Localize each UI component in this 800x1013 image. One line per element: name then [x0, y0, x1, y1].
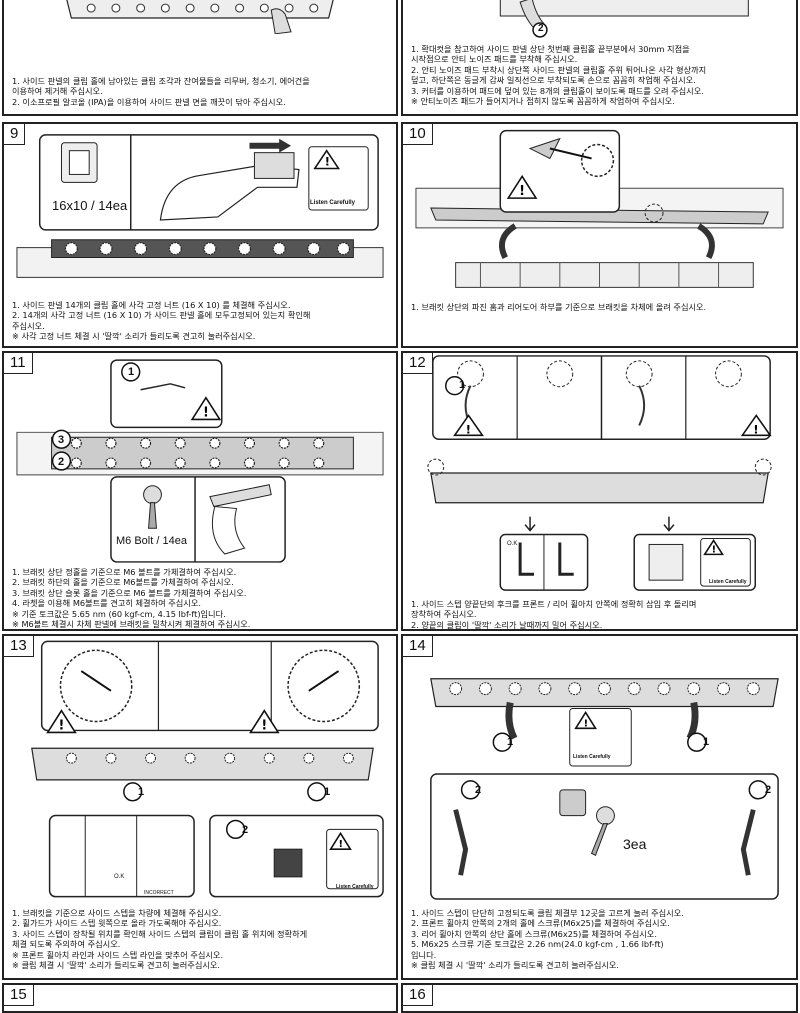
instruction-line: 3. 브래킷 상단 슬롯 홀을 기준으로 M6 볼트를 가체결하여 주십시오. [12, 587, 247, 598]
step-panel-11: 11 ! 1 [2, 351, 398, 631]
svg-text:!: ! [203, 405, 209, 420]
instruction-line: 2. 이소프로필 알코올 (IPA)을 이용하여 사이드 판넬 면을 깨끗이 닦… [12, 96, 286, 107]
listen-carefully-label: Listen Carefully [310, 200, 356, 206]
instruction-line: ※ 프론트 휠아치 라인과 사이드 스텝 라인을 맞추어 주십시오. [12, 949, 224, 960]
step-marker: 2 [242, 824, 249, 836]
step-marker: 2 [58, 456, 65, 468]
step-number: 11 [4, 353, 33, 374]
svg-text:!: ! [519, 184, 525, 199]
step-panel-16: 16 [401, 983, 798, 1013]
instruction-line: 1. 사이드 판넬의 클립 홀에 남아있는 클립 조각과 잔여물들을 리무버, … [12, 76, 310, 86]
step-marker: 1 [138, 786, 145, 798]
step-marker: 2 [475, 784, 482, 796]
instruction-line: 4. 라쳇을 이용해 M6볼트를 견고히 체결하여 주십시오. [12, 598, 201, 609]
listen-carefully-label: Listen Carefully [336, 884, 374, 890]
step-number: 13 [4, 636, 34, 657]
instruction-line: ※ 사각 고정 너트 체결 시 '딸깍' 소리가 들리도록 견고히 눌러주십시오… [12, 331, 256, 342]
step-marker: 1 [128, 366, 135, 378]
svg-text:!: ! [59, 718, 65, 733]
illustration-side-step-mount: ! ! ! 1 1 2 O.K INCORRECT Listen Careful… [12, 640, 388, 902]
instruction-line: 1. 확대컷을 참고하여 사이드 판넬 상단 첫번째 클립홀 끝부분에서 30m… [411, 44, 690, 54]
instruction-line: 3. 리어 휠아치 안쪽의 상단 홀에 스크류(M6x25)를 체결하여 주십시… [411, 928, 657, 939]
instruction-line: 입니다. [411, 949, 437, 960]
step-number: 12 [403, 353, 433, 374]
illustration-screw-fastening: ! 1 1 2 2 3ea Listen Carefully [411, 640, 788, 902]
instruction-line: 2. 양끝의 클립이 '딸깍' 소리가 날때까지 밀어 주십시오. [411, 619, 603, 630]
instruction-line: 3. 사이드 스텝이 장착될 위치를 확인해 사이드 스텝의 클립이 클립 홀 … [12, 928, 308, 939]
illustration-m6-bolt-install: ! 1 3 2 M6 Bolt / 14ea [12, 357, 388, 567]
instruction-line: 1. 브래킷 상단의 파진 홈과 리어도어 하부를 기준으로 브래킷을 차체에 … [411, 302, 707, 312]
instruction-line: 이용하여 제거해 주십시오. [12, 86, 103, 97]
step-number: 16 [403, 985, 433, 1006]
step-panel-8-left: 1. 사이드 판넬의 클립 홀에 남아있는 클립 조각과 잔여물들을 리무버, … [2, 0, 398, 116]
instruction-line: 2. 프론트 휠아치 안쪽의 2개의 홀에 스크류(M6x25)를 체결하여 주… [411, 918, 670, 929]
step-marker: 3 [58, 434, 65, 446]
step-marker: 2 [765, 784, 772, 796]
step-number: 15 [4, 985, 34, 1006]
step-marker: 1 [703, 736, 710, 748]
step-panel-15: 15 [2, 983, 398, 1013]
illustration-side-panel-cleaning [12, 0, 388, 34]
svg-text:!: ! [325, 155, 330, 169]
step-number: 9 [4, 124, 26, 145]
illustration-anti-noise-pad: 2 [411, 0, 788, 38]
instruction-line: ※ 클립 체결 시 '딸깍' 소리가 들리도록 견고히 눌러주십시오. [411, 960, 620, 971]
instruction-line: ※ M6볼트 체결시 차체 판넬에 브래킷을 밀착시켜 체결하여 주십시오. [12, 619, 251, 630]
illustration-side-step-hook: ! ! ! 1 O.K Listen Carefully [411, 355, 788, 593]
instruction-line: ※ 기준 토크값은 5.65 nm (60 kgf-cm, 4.15 lbf-f… [12, 608, 226, 619]
part-spec-label: 3ea [623, 836, 647, 852]
ok-label: O.K [507, 541, 518, 547]
part-spec-label: M6 Bolt / 14ea [116, 535, 187, 547]
part-spec-label: 16x10 / 14ea [52, 198, 128, 213]
incorrect-label: INCORRECT [144, 890, 174, 896]
instruction-line: 2. 14개의 사각 고정 너트 (16 X 10) 가 사이드 판넬 홀에 모… [12, 310, 311, 321]
step-marker: 1 [459, 379, 466, 391]
instruction-line: 2. 휠가드가 사이드 스텝 윗쪽으로 올라 가도록해야 주십시오. [12, 918, 222, 929]
instruction-line: 덮고, 하단쪽은 동글게 감싸 일직선으로 부착되도록 손으로 꼼꼼히 작업해 … [411, 75, 696, 86]
instruction-line: 1. 브래킷 상단 정홀을 기준으로 M6 볼트를 가체결하여 주십시오. [12, 567, 237, 577]
svg-text:!: ! [339, 839, 344, 850]
svg-text:!: ! [584, 718, 589, 729]
instruction-line: ※ 안티노이즈 패드가 들어지거나 접히지 않도록 꼼꼼하게 작업하여 주십시오… [411, 96, 675, 107]
svg-text:!: ! [261, 718, 267, 733]
instruction-line: 2. 안티 노이즈 패드 부착시 상단쪽 사이드 판넬의 클립홀 주위 튀어나온… [411, 64, 707, 75]
svg-text:!: ! [466, 422, 471, 436]
ok-label: O.K [114, 874, 125, 880]
instruction-line: 1. 사이드 스텝이 단단히 고정되도록 클립 체결부 12곳을 고르게 눌러 … [411, 908, 684, 918]
illustration-bracket-placement: ! [411, 128, 788, 300]
instruction-line: 체결 되도록 주의하여 주십시오. [12, 939, 121, 950]
step-number: 10 [403, 124, 433, 145]
step-panel-12: 12 ! ! ! [401, 351, 798, 631]
instruction-line: ※ 클립 체결 시 '딸깍' 소리가 들리도록 견고히 눌러주십시오. [12, 960, 221, 971]
step-panel-13: 13 ! ! ! [2, 634, 398, 980]
step-marker: 1 [324, 786, 331, 798]
step-number: 14 [403, 636, 433, 657]
step-panel-9: 9 ! 16x10 / 14ea Listen Carefully 1. 사이드… [2, 122, 398, 348]
listen-carefully-label: Listen Carefully [709, 579, 747, 585]
step-panel-14: 14 ! 1 1 2 2 [401, 634, 798, 980]
instruction-line: 시작점으로 안티 노이즈 패드를 부착해 주십시오. [411, 54, 578, 65]
instruction-line: 5. M6x25 스크류 기준 토크값은 2.26 nm(24.0 kgf-cm… [411, 939, 664, 950]
step-marker: 1 [507, 736, 514, 748]
instruction-line: 1. 사이드 판넬 14개의 클립 홀에 사각 고정 너트 (16 X 10) … [12, 300, 291, 310]
instruction-line: 장착하여 주십시오. [411, 609, 477, 620]
step-marker: 2 [538, 23, 544, 34]
step-panel-8-right: 2 1. 확대컷을 참고하여 사이드 판넬 상단 첫번째 클립홀 끝부분에서 3… [401, 0, 798, 116]
svg-text:!: ! [712, 544, 717, 555]
illustration-square-nut-install: ! 16x10 / 14ea Listen Carefully [12, 130, 388, 300]
listen-carefully-label: Listen Carefully [573, 754, 611, 760]
instruction-line: 2. 브래킷 하단의 홀을 기준으로 M6볼트를 가체결하여 주십시오. [12, 577, 234, 588]
instruction-line: 1. 사이드 스텝 양끝단의 후크를 프론트 / 리어 휠아치 안쪽에 정확히 … [411, 599, 697, 609]
instruction-line: 주십시오. [12, 320, 45, 331]
svg-text:!: ! [753, 422, 758, 436]
step-panel-10: 10 ! 1. 브래킷 상단의 파진 홈과 리어도어 하부를 기준으로 브래킷을… [401, 122, 798, 348]
instruction-line: 1. 브래킷을 기준으로 사이드 스텝을 차량에 체결해 주십시오. [12, 908, 222, 918]
instruction-line: 3. 커터를 이용하여 패드에 덮여 있는 8개의 클립홀이 보이도록 패드를 … [411, 85, 704, 96]
